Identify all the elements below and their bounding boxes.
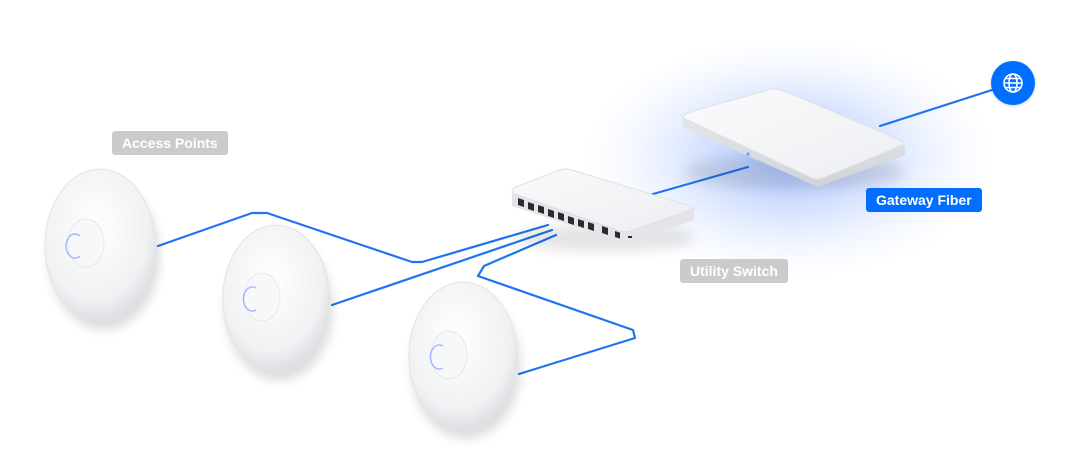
gateway-fiber-label: Gateway Fiber <box>866 188 982 212</box>
cables <box>156 88 994 376</box>
access-point-1 <box>44 168 160 330</box>
access-point-2 <box>222 224 333 381</box>
cable-switch-to-access-point-2 <box>330 228 554 307</box>
cable-switch-to-access-point-1 <box>156 211 550 264</box>
utility-switch-label: Utility Switch <box>680 259 788 283</box>
internet-globe-button[interactable] <box>991 61 1035 105</box>
utility-switch-device <box>511 168 695 252</box>
switch-ports <box>518 197 632 239</box>
globe-icon <box>1003 73 1023 93</box>
cable-internet-to-gateway <box>878 88 994 128</box>
gateway-status-led <box>746 152 750 156</box>
access-points-label: Access Points <box>112 131 228 155</box>
cable-switch-to-access-point-3 <box>476 233 637 376</box>
gateway-fiber-device <box>682 88 905 190</box>
access-point-3 <box>408 281 521 439</box>
